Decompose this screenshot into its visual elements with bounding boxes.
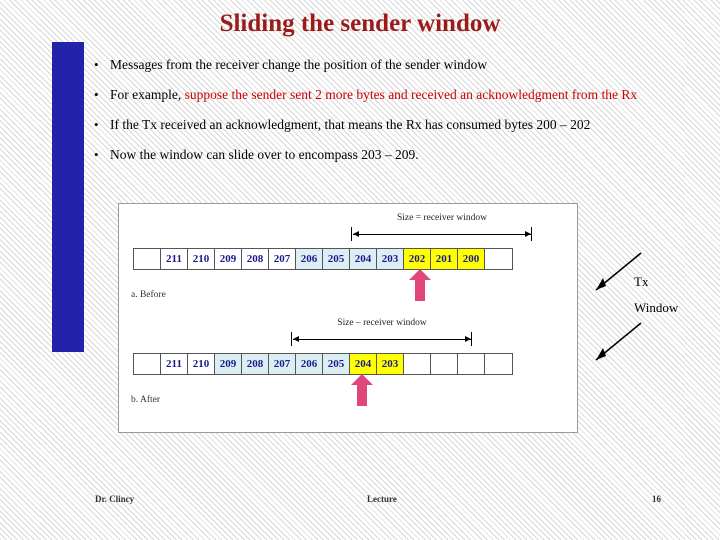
byte-cell [458, 354, 485, 374]
bullet-marker: • [94, 147, 99, 162]
list-item: • For example, suppose the sender sent 2… [92, 87, 702, 103]
byte-cell: 201 [431, 249, 458, 269]
annotation-window: Window [634, 300, 679, 315]
panel-a-size-arrow [353, 231, 531, 237]
annotation-tx: Tx [634, 274, 649, 289]
byte-cell: 207 [269, 354, 296, 374]
byte-cell: 204 [350, 249, 377, 269]
byte-cell: 205 [323, 249, 350, 269]
panel-b-size-label: Size – receiver window [337, 318, 427, 328]
bullet-text: Now the window can slide over to encompa… [110, 147, 419, 162]
list-item: • Now the window can slide over to encom… [92, 147, 692, 163]
footer-page-number: 16 [652, 494, 661, 504]
panel-b-caption: b. After [131, 395, 161, 405]
byte-cell: 207 [269, 249, 296, 269]
page-title: Sliding the sender window [219, 10, 501, 37]
annotation-arrow-lower [595, 322, 642, 361]
panel-a-right-tick [531, 227, 532, 241]
byte-cell: 206 [296, 354, 323, 374]
panel-b-byte-row: 211 210 209 208 207 206 205 204 203 [133, 353, 513, 375]
byte-cell [431, 354, 458, 374]
panel-a-left-tick [351, 227, 352, 241]
byte-cell: 210 [188, 249, 215, 269]
byte-cell: 203 [377, 249, 404, 269]
byte-cell [134, 249, 161, 269]
byte-cell: 208 [242, 249, 269, 269]
panel-a-caption: a. Before [131, 290, 166, 300]
byte-cell: 208 [242, 354, 269, 374]
byte-cell [404, 354, 431, 374]
byte-cell: 211 [161, 354, 188, 374]
byte-cell: 211 [161, 249, 188, 269]
bullet-text: For example, [110, 87, 185, 102]
list-item: • Messages from the receiver change the … [92, 57, 692, 73]
byte-cell: 200 [458, 249, 485, 269]
byte-cell: 209 [215, 249, 242, 269]
panel-a-byte-row: 211 210 209 208 207 206 205 204 203 202 … [133, 248, 513, 270]
sliding-window-figure: Size = receiver window 211 210 209 208 2… [118, 203, 578, 433]
annotation-arrow-upper [595, 252, 642, 291]
panel-a-size-label: Size = receiver window [396, 213, 488, 223]
bullet-text: If the Tx received an acknowledgment, th… [110, 117, 591, 132]
byte-cell: 210 [188, 354, 215, 374]
bullet-text: Messages from the receiver change the po… [110, 57, 488, 72]
bullet-text-highlight: suppose the sender sent 2 more bytes and… [184, 87, 638, 102]
byte-cell: 204 [350, 354, 377, 374]
list-item: • If the Tx received an acknowledgment, … [92, 117, 685, 133]
byte-cell: 202 [404, 249, 431, 269]
bullet-marker: • [94, 117, 99, 132]
bullet-list: • Messages from the receiver change the … [92, 57, 692, 177]
byte-cell: 205 [323, 354, 350, 374]
bullet-marker: • [94, 57, 99, 72]
byte-cell: 203 [377, 354, 404, 374]
panel-b-right-tick [471, 332, 472, 346]
byte-cell [134, 354, 161, 374]
footer-center: Lecture [367, 494, 397, 504]
panel-b-size-arrow [293, 336, 471, 342]
panel-b-left-tick [291, 332, 292, 346]
panel-a-pointer-arrow [409, 269, 431, 301]
footer-author: Dr. Clincy [95, 494, 135, 504]
byte-cell: 206 [296, 249, 323, 269]
panel-b-pointer-arrow [351, 374, 373, 406]
decorative-left-bar [52, 42, 84, 352]
byte-cell: 209 [215, 354, 242, 374]
byte-cell [485, 249, 512, 269]
byte-cell [485, 354, 512, 374]
bullet-marker: • [94, 87, 99, 102]
